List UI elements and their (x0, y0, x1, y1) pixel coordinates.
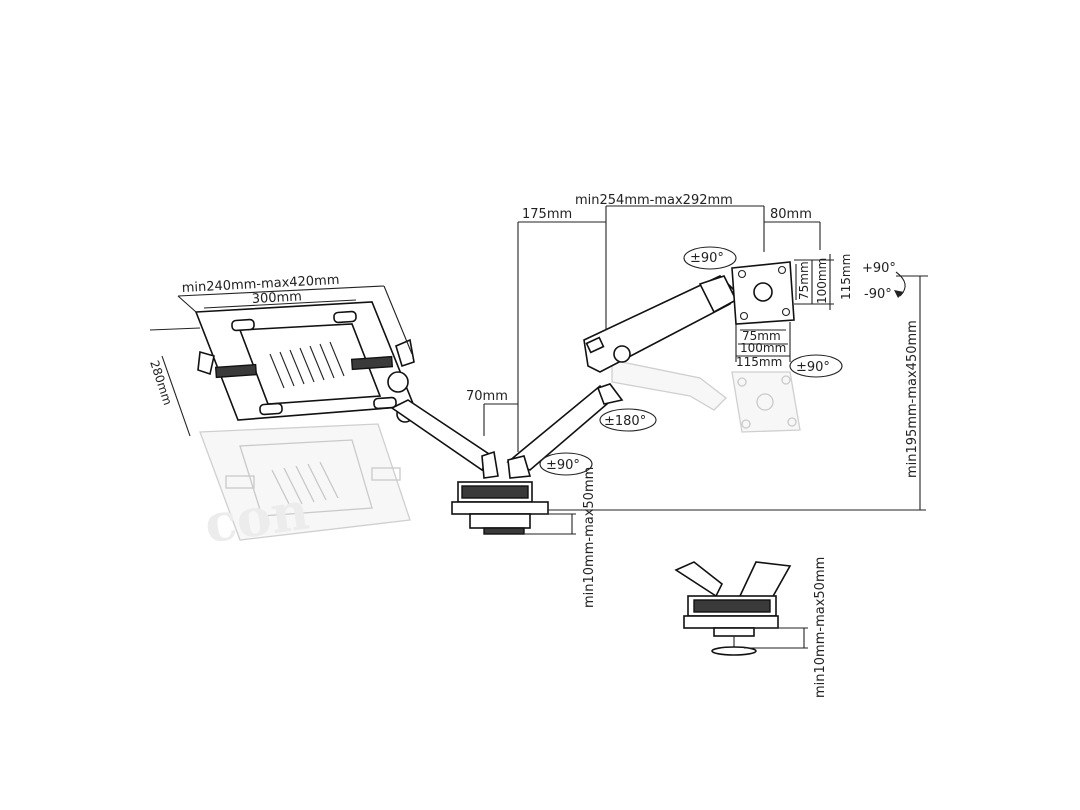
vesa-rotate-label: ±90° (796, 360, 830, 375)
head-offset-label: 80mm (770, 207, 812, 222)
arm-segment-label: 175mm (522, 207, 572, 222)
vesa-v115-label: 115mm (839, 254, 853, 300)
tilt-up-label: +90° (862, 261, 896, 276)
vesa-v100-label: 100mm (815, 258, 829, 304)
pole-offset-label: 70mm (466, 389, 508, 404)
tilt-down-label: -90° (864, 287, 892, 302)
desk-base (451, 481, 549, 535)
vesa-plate (731, 261, 795, 325)
left-arm (390, 399, 499, 479)
laptop-tray (194, 301, 416, 423)
clamp-detail (674, 561, 792, 656)
ghost-monitor-arm (611, 359, 801, 433)
elbow-rotate-label: ±180° (604, 414, 646, 429)
arm-reach-label: min254mm-max292mm (575, 193, 733, 208)
vesa-v75-label: 75mm (797, 261, 811, 300)
clamp-range-main-label: min10mm-max50mm (582, 467, 597, 608)
clamp-range-detail-label: min10mm-max50mm (813, 557, 828, 698)
tray-inner-label: 300mm (251, 289, 302, 307)
ghost-laptop-tray (199, 423, 411, 541)
vesa-h115-label: 115mm (736, 355, 782, 369)
base-rotate-label: ±90° (546, 458, 580, 473)
height-range-label: min195mm-max450mm (905, 320, 920, 478)
vesa-h75-label: 75mm (742, 329, 781, 343)
tray-vent-slots (269, 341, 345, 389)
head-swivel-label: ±90° (690, 251, 724, 266)
dimension-lines (149, 205, 928, 649)
rotation-arrows (539, 246, 906, 476)
vesa-h100-label: 100mm (740, 341, 786, 355)
right-arm (506, 275, 738, 479)
svg-text:con: con (201, 480, 313, 555)
tray-depth-label: 280mm (147, 359, 175, 407)
ghost-watermark: con (201, 480, 313, 555)
